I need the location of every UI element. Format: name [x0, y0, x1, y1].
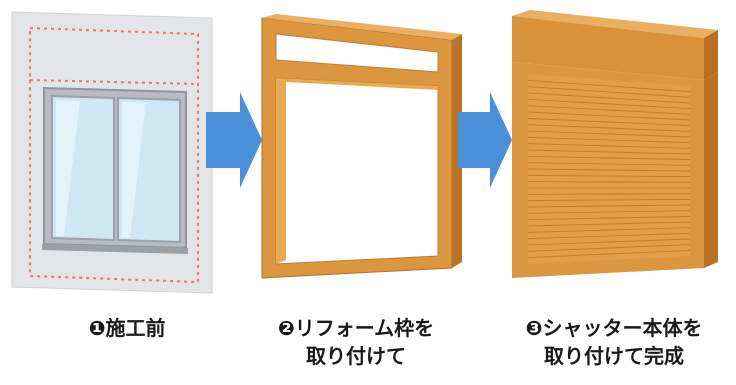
shutter-slat-line — [527, 198, 691, 202]
frame-top-face — [262, 14, 462, 40]
shutter-slat-line — [527, 204, 691, 208]
step2-caption-line1: ❷リフォーム枠を — [277, 316, 435, 340]
shutter-slat-line — [527, 227, 691, 233]
shutter-box-side — [704, 30, 718, 80]
shutter-box-top — [512, 10, 718, 38]
step1-caption: ❶施工前 — [52, 314, 202, 342]
arrow-right-icon — [206, 92, 262, 188]
step1-caption-line1: ❶施工前 — [88, 316, 166, 340]
step3-shutter — [512, 10, 718, 278]
frame-side-face — [452, 34, 462, 268]
step3-caption-line1: ❸シャッター本体を — [525, 316, 703, 340]
shutter-slat-line — [527, 249, 691, 259]
shutter-slat-line — [527, 162, 691, 166]
shutter-slat-line — [527, 210, 691, 214]
shutter-slat-line — [527, 244, 691, 252]
shutter-slat-line — [527, 86, 691, 98]
shutter-slat-line — [527, 174, 691, 178]
shutter-slats — [527, 79, 691, 259]
shutter-slat-line — [527, 124, 691, 132]
shutter-slat-line — [527, 130, 691, 138]
dotted-outline-upper — [29, 27, 199, 284]
shutter-slat-panel — [528, 74, 690, 264]
dotted-outline-divider — [29, 79, 199, 85]
shutter-frame-side — [704, 72, 718, 268]
shutter-slat-line — [527, 98, 691, 110]
shutter-slat-line — [527, 215, 691, 221]
step2-reform-frame — [261, 14, 462, 279]
shutter-slat-line — [527, 111, 691, 121]
shutter-slat-line — [527, 117, 691, 127]
step3-caption: ❸シャッター本体を 取り付けて完成 — [496, 314, 732, 370]
arrow-right-icon — [458, 92, 512, 188]
shutter-slat-line — [527, 221, 691, 227]
step2-caption-line2: 取り付けて — [306, 344, 406, 368]
glass-highlight-left — [56, 100, 80, 236]
shutter-slat-line — [527, 79, 691, 93]
shutter-slat-line — [527, 232, 691, 240]
shutter-slat-line — [527, 136, 691, 144]
shutter-slat-line — [527, 181, 691, 183]
shutter-slat-line — [527, 92, 691, 104]
shutter-slat-line — [527, 155, 691, 161]
frame-upper-opening — [275, 33, 439, 73]
shutter-slat-line — [527, 105, 691, 115]
frame-inner-depth-top — [276, 78, 438, 90]
step2-caption: ❷リフォーム枠を 取り付けて — [244, 314, 468, 370]
frame-inner-depth-left — [276, 78, 286, 264]
frame-main-opening — [275, 77, 439, 265]
shutter-slat-line — [527, 143, 691, 149]
installation-diagram — [11, 10, 718, 294]
shutter-box-front — [512, 16, 704, 80]
shutter-slat-line — [527, 149, 691, 155]
shutter-slat-line — [527, 238, 691, 246]
glass-highlight-right — [122, 102, 146, 238]
step3-caption-line2: 取り付けて完成 — [544, 344, 684, 368]
step1-wall-with-window — [11, 11, 213, 294]
window-sill — [42, 244, 188, 254]
shutter-slat-line — [527, 168, 691, 172]
shutter-slat-line — [527, 193, 691, 195]
